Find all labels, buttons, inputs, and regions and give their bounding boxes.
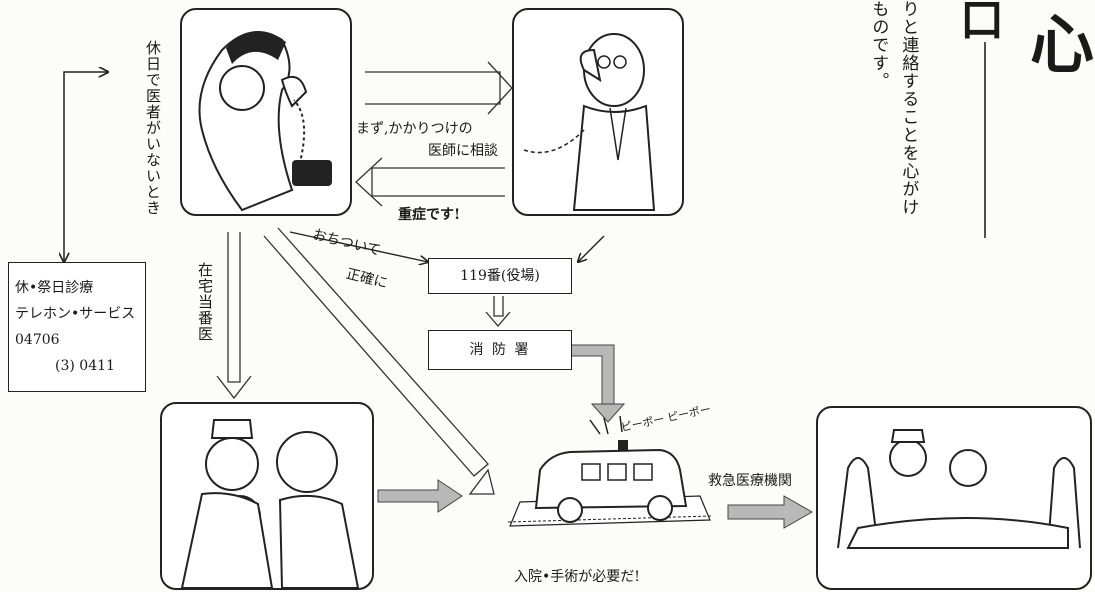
- hospital-illustration: [837, 429, 1081, 549]
- home-doctor-illustration: [180, 419, 360, 588]
- ambulance-illustration: ピーポー ピーポー: [500, 403, 720, 558]
- home-doctor-panel: [160, 402, 374, 590]
- right-text-col2: ものです。: [868, 0, 889, 90]
- service-line-4: (3) 0411: [55, 358, 115, 374]
- call-119-box: 119番(役場): [428, 258, 572, 294]
- holiday-telephone-service-box: 休•祭日診療 テレホン•サービス 04706 (3) 0411: [8, 262, 146, 392]
- right-text-col1: りと連絡することを心がけ: [898, 0, 919, 216]
- call-to-fire-arrow: [485, 296, 511, 327]
- doctor-to-119-line: [578, 235, 605, 262]
- hospitalization-label: 入院•手術が必要だ!: [514, 569, 640, 585]
- severe-arrow: [355, 157, 505, 207]
- service-line-2: テレホン•サービス: [15, 306, 136, 322]
- heading-char: 心: [1030, 8, 1094, 83]
- severe-label: 重症です!: [398, 207, 461, 223]
- consult-label-line2: 医師に相談: [428, 143, 498, 159]
- to-hospital-arrow: [727, 495, 814, 529]
- emergency-label: 救急医療機関: [708, 473, 792, 489]
- to-119-line: [289, 231, 428, 262]
- holiday-bracket: [64, 72, 108, 262]
- doctor-phone-panel: [512, 8, 684, 216]
- home-doctor-label: 在宅当番医: [196, 262, 214, 342]
- hospital-panel: [816, 406, 1092, 590]
- doctor-phone-illustration: [523, 33, 656, 211]
- service-line-1: 休•祭日診療: [15, 280, 94, 296]
- consult-arrow: [365, 61, 513, 115]
- down-to-home-doctor-arrow: [216, 232, 252, 400]
- consult-label-line1: まず,かかりつけの: [356, 121, 473, 137]
- family-phone-panel: [180, 8, 352, 216]
- fire-station-box: 消 防 署: [428, 330, 572, 370]
- service-line-3: 04706: [15, 332, 60, 348]
- diagonal-to-ambulance: [263, 227, 495, 495]
- partial-heading-char: 口: [960, 0, 1004, 46]
- holiday-label: 休日で医者がいないとき: [144, 40, 162, 216]
- home-doctor-to-ambulance-arrow: [377, 479, 463, 513]
- family-phone-illustration: [198, 31, 332, 212]
